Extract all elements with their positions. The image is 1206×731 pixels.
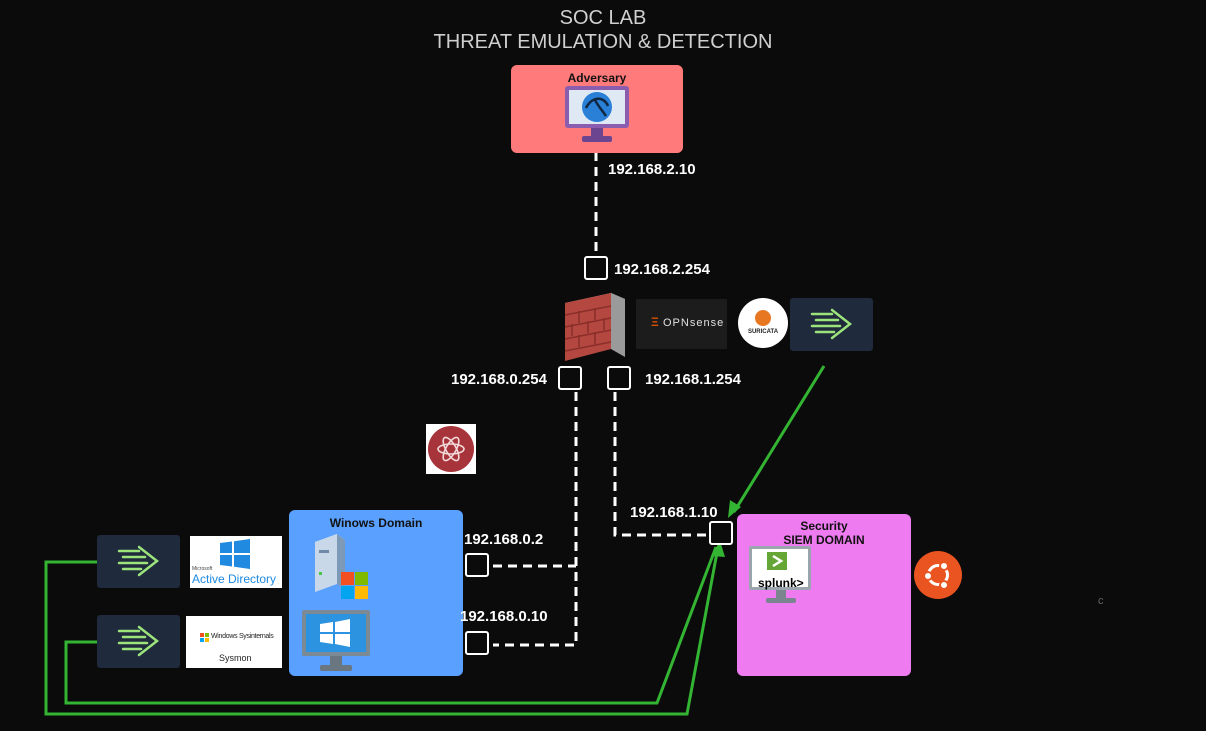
log-link-sysmon [64, 546, 718, 705]
port-client-icon [465, 631, 489, 655]
arrowhead-suricata [728, 500, 741, 518]
windows-flag-icon [200, 633, 209, 642]
sysmon-text: Sysmon [219, 653, 252, 663]
forwarder-arrow-icon [117, 625, 160, 657]
forwarder-arrow-icon [117, 545, 160, 577]
log-link-suricata [732, 365, 826, 513]
suricata-meerkat-icon [755, 310, 771, 326]
sysinternals-text: Windows Sysinternals [211, 633, 274, 640]
ip-fw-lan0: 192.168.0.254 [451, 371, 547, 388]
splunk-text: splunk> [758, 576, 804, 590]
port-fw-lan0-icon [558, 366, 582, 390]
security-box: Security SIEM DOMAIN splunk> [737, 514, 911, 676]
link-fw-lan0 [493, 392, 578, 647]
adversary-box: Adversary [511, 65, 683, 153]
windows-domain-box: Winows Domain [289, 510, 463, 676]
log-link-ad [44, 546, 720, 716]
log-forwarder-ad [97, 535, 180, 588]
security-label: Security [800, 519, 848, 533]
active-directory-logo: Microsoft Active Directory [190, 536, 282, 588]
ubuntu-icon [914, 551, 962, 599]
log-forwarder-suricata [790, 298, 873, 351]
firewall-icon [564, 293, 625, 361]
suricata-logo: SURICATA [738, 298, 788, 348]
ip-dc: 192.168.0.2 [464, 531, 544, 548]
siem-domain-label: SIEM DOMAIN [783, 533, 865, 547]
sysinternals-logo: Windows Sysinternals Sysmon [186, 616, 282, 668]
ad-text: Active Directory [192, 572, 277, 586]
opnsense-mark-icon: Ξ [651, 315, 659, 329]
suricata-text: SURICATA [747, 329, 779, 335]
splunk-monitor-icon [749, 546, 811, 603]
windows-server-icon [315, 534, 368, 599]
forwarder-arrow-icon [810, 308, 853, 340]
opnsense-logo: Ξ OPNsense [636, 299, 727, 349]
windows-client-icon [302, 610, 370, 671]
atom-icon [428, 426, 474, 472]
adversary-label: Adversary [567, 71, 627, 85]
windows-domain-label: Winows Domain [329, 516, 423, 530]
port-siem-icon [709, 521, 733, 545]
arrowhead-endpoints [711, 541, 725, 557]
link-fw-lan1 [613, 392, 708, 537]
port-fw-wan-icon [584, 256, 608, 280]
ip-siem: 192.168.1.10 [630, 504, 718, 521]
red-team-logo [426, 424, 476, 474]
ip-fw-wan: 192.168.2.254 [614, 261, 710, 278]
ip-adversary: 192.168.2.10 [608, 161, 696, 178]
ad-microsoft-text: Microsoft [192, 566, 213, 572]
opnsense-text: OPNsense [663, 317, 725, 329]
ip-fw-lan1: 192.168.1.254 [645, 371, 741, 388]
port-dc-icon [465, 553, 489, 577]
diagram-title: SOC LAB [559, 7, 647, 29]
diagram-subtitle: THREAT EMULATION & DETECTION [433, 31, 773, 53]
windows-logo-icon [220, 539, 250, 569]
stray-text: c [1098, 595, 1104, 607]
kali-monitor-icon [565, 86, 629, 142]
log-forwarder-sysmon [97, 615, 180, 668]
ip-client: 192.168.0.10 [460, 608, 548, 625]
port-fw-lan1-icon [607, 366, 631, 390]
